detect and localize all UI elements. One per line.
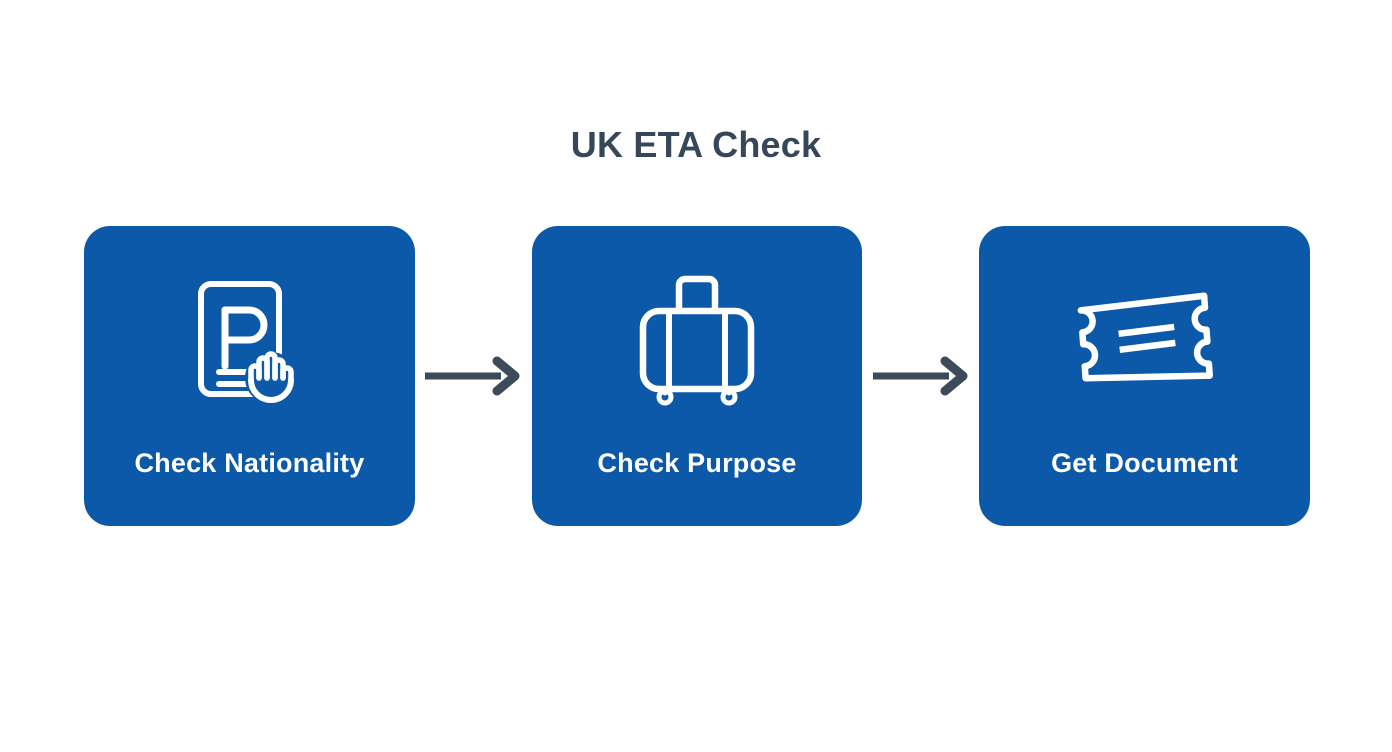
arrow-right-icon-2	[862, 346, 979, 406]
step-card-check-nationality[interactable]: Check Nationality	[84, 226, 415, 526]
step-label-check-nationality: Check Nationality	[134, 448, 365, 478]
step-label-get-document: Get Document	[1051, 448, 1239, 478]
page-title: UK ETA Check	[570, 124, 822, 165]
step-label-check-purpose: Check Purpose	[597, 448, 797, 478]
passport-hand-icon	[184, 274, 314, 404]
step-card-check-purpose[interactable]: Check Purpose	[531, 226, 863, 526]
arrow-right-icon-1	[415, 346, 532, 406]
ticket-icon	[1077, 274, 1213, 404]
suitcase-icon	[632, 274, 762, 406]
step-card-get-document[interactable]: Get Document	[979, 226, 1311, 526]
process-flow-steps: Check Nationality	[84, 226, 1311, 526]
